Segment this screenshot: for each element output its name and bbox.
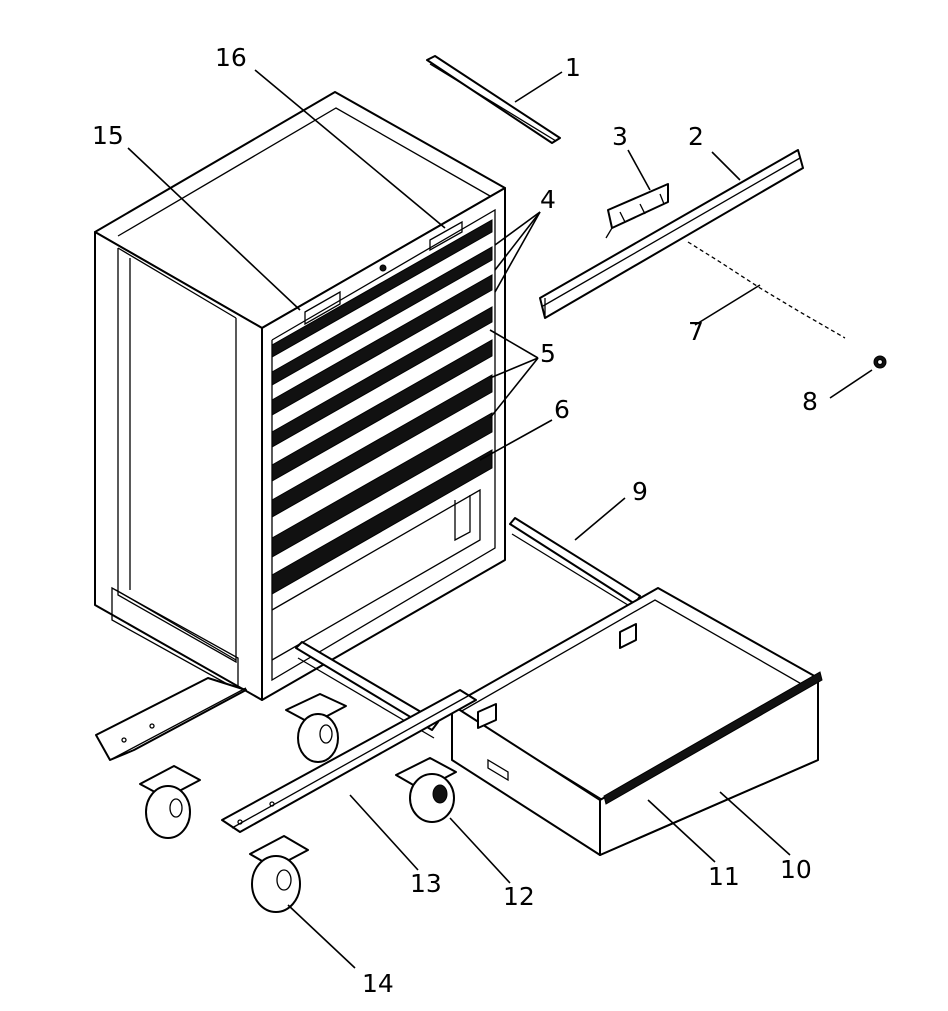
callout-12: 12 bbox=[503, 882, 535, 911]
callout-15: 15 bbox=[92, 121, 124, 150]
callout-5: 5 bbox=[540, 339, 556, 368]
callout-11: 11 bbox=[708, 862, 740, 891]
drawer-fronts bbox=[271, 219, 493, 595]
callout-labels: 1 2 3 4 5 6 7 8 9 10 11 12 13 14 15 16 bbox=[92, 43, 818, 998]
callout-4: 4 bbox=[540, 185, 556, 214]
part-12-caster bbox=[395, 757, 457, 823]
part-9-slide bbox=[509, 517, 641, 611]
tool-cabinet bbox=[94, 91, 506, 701]
left-base-plate bbox=[95, 677, 247, 761]
part-2-rail bbox=[539, 149, 804, 319]
callout-9: 9 bbox=[632, 477, 648, 506]
callout-2: 2 bbox=[688, 122, 704, 151]
part-1-rail bbox=[426, 55, 561, 144]
part-7-cable bbox=[687, 241, 846, 339]
callout-8: 8 bbox=[802, 387, 818, 416]
callout-13: 13 bbox=[410, 869, 442, 898]
leader-lines bbox=[127, 69, 873, 969]
callout-1: 1 bbox=[565, 53, 581, 82]
caster-front-left bbox=[139, 765, 201, 839]
callout-10: 10 bbox=[780, 855, 812, 884]
part-13-plate bbox=[221, 689, 477, 833]
part-8-knob bbox=[873, 355, 887, 369]
part-3-bracket bbox=[605, 183, 669, 239]
callout-16: 16 bbox=[215, 43, 247, 72]
callout-7: 7 bbox=[688, 317, 704, 346]
part-14-caster bbox=[249, 835, 309, 913]
callout-6: 6 bbox=[554, 395, 570, 424]
drawer-assembly bbox=[451, 587, 823, 856]
callout-3: 3 bbox=[612, 122, 628, 151]
callout-14: 14 bbox=[362, 969, 394, 998]
caster-rear-left bbox=[285, 693, 347, 763]
